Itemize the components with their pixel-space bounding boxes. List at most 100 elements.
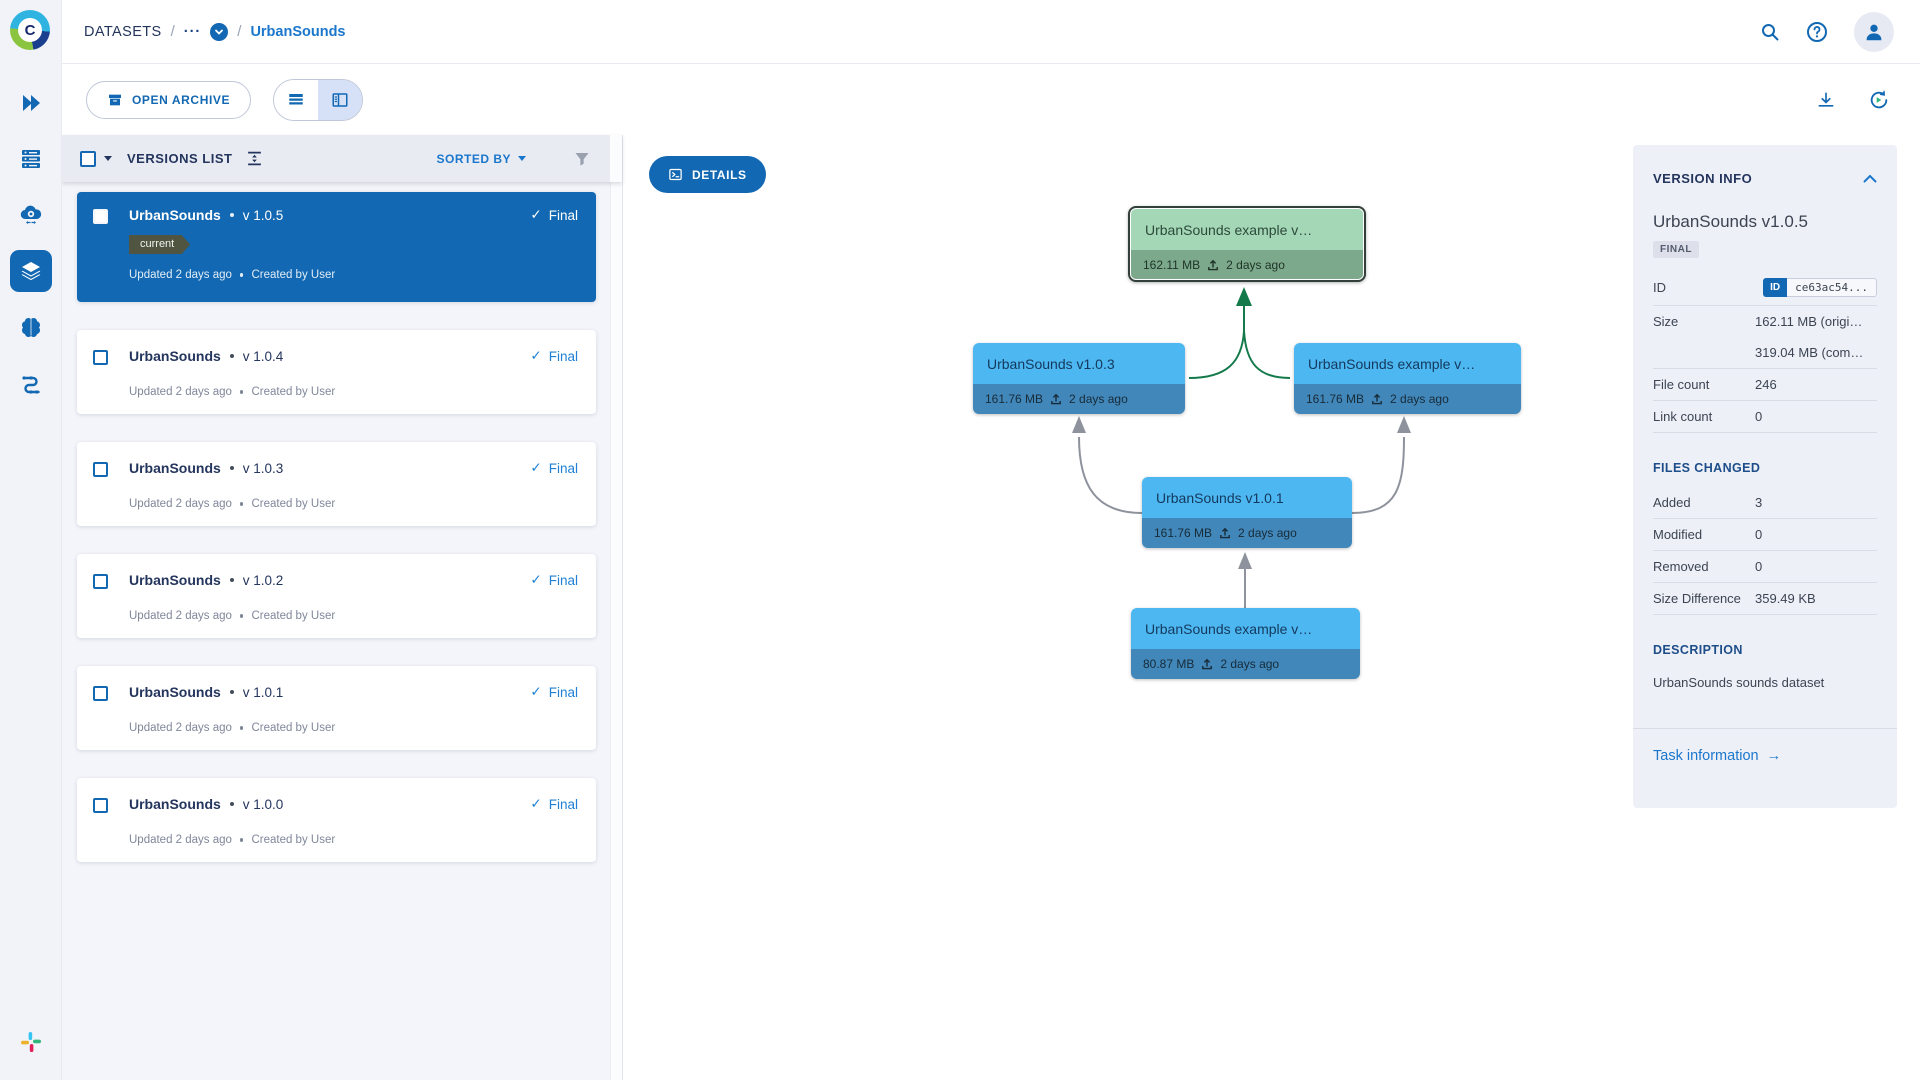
version-card[interactable]: UrbanSounds v 1.0.3 ✓ Final Updated 2 da… xyxy=(77,442,596,526)
node-label: UrbanSounds example v… xyxy=(1294,343,1521,384)
panel-divider xyxy=(1633,728,1897,729)
details-button[interactable]: DETAILS xyxy=(649,156,766,193)
bullet-separator xyxy=(229,802,234,806)
version-checkbox[interactable] xyxy=(93,350,108,365)
sorted-by-button[interactable]: SORTED BY xyxy=(436,152,526,166)
collapse-all-icon[interactable] xyxy=(246,150,263,167)
version-number: v 1.0.1 xyxy=(242,684,284,700)
version-number: v 1.0.2 xyxy=(242,572,284,588)
version-name: UrbanSounds xyxy=(129,684,221,700)
version-card[interactable]: UrbanSounds v 1.0.5 ✓ Final current Upda… xyxy=(77,192,596,302)
created-by-label: Created by User xyxy=(251,269,336,281)
sidebar-item-pipelines[interactable] xyxy=(18,370,44,396)
graph-node[interactable]: UrbanSounds v1.0.1 161.76 MB 2 days ago xyxy=(1142,477,1352,548)
search-icon[interactable] xyxy=(1760,22,1780,42)
scrollbar-track[interactable] xyxy=(610,135,622,1080)
bullet-separator xyxy=(229,578,234,582)
node-time: 2 days ago xyxy=(1226,257,1285,272)
table-view-icon xyxy=(289,94,303,105)
bullet-separator xyxy=(229,354,234,358)
sidebar-item-models[interactable] xyxy=(18,314,44,340)
graph-node-selected[interactable]: UrbanSounds example v… 162.11 MB 2 days … xyxy=(1128,206,1366,282)
node-size: 80.87 MB xyxy=(1143,657,1195,671)
node-label: UrbanSounds v1.0.3 xyxy=(973,343,1185,384)
view-toggle xyxy=(273,79,364,121)
description-title: DESCRIPTION xyxy=(1653,643,1743,657)
bullet-separator xyxy=(239,390,244,394)
bullet-separator xyxy=(229,690,234,694)
user-avatar[interactable] xyxy=(1854,11,1894,52)
archive-icon xyxy=(109,94,121,106)
version-checkbox[interactable] xyxy=(93,574,108,589)
breadcrumb-root[interactable]: DATASETS xyxy=(84,23,162,40)
created-by-label: Created by User xyxy=(251,386,336,398)
modified-value: 0 xyxy=(1755,527,1763,542)
graph-node[interactable]: UrbanSounds v1.0.3 161.76 MB 2 days ago xyxy=(973,343,1185,414)
versions-list-header: VERSIONS LIST SORTED BY xyxy=(62,135,622,182)
status-final: ✓ Final xyxy=(530,572,578,588)
upload-icon xyxy=(1202,658,1213,670)
slack-icon[interactable] xyxy=(18,1029,44,1055)
check-icon: ✓ xyxy=(530,684,542,699)
sidebar-item-datasets[interactable] xyxy=(10,250,52,292)
version-number: v 1.0.4 xyxy=(242,348,284,364)
version-checkbox[interactable] xyxy=(93,462,108,477)
version-card[interactable]: UrbanSounds v 1.0.0 ✓ Final Updated 2 da… xyxy=(77,778,596,862)
breadcrumb-separator: / xyxy=(237,23,242,40)
added-label: Added xyxy=(1653,495,1691,510)
select-all-checkbox[interactable] xyxy=(80,150,96,167)
clearml-logo-icon[interactable]: C xyxy=(10,10,50,50)
version-info-name: UrbanSounds v1.0.5 xyxy=(1653,212,1808,231)
upload-icon xyxy=(1208,259,1219,270)
version-card[interactable]: UrbanSounds v 1.0.4 ✓ Final Updated 2 da… xyxy=(77,330,596,414)
version-checkbox[interactable] xyxy=(93,798,108,813)
filter-icon[interactable] xyxy=(574,151,590,167)
version-checkbox[interactable] xyxy=(93,209,108,224)
size-original-value: 162.11 MB (origi… xyxy=(1755,314,1863,329)
status-final: ✓ Final xyxy=(530,796,578,812)
version-info-panel: VERSION INFO UrbanSounds v1.0.5 FINAL ID… xyxy=(1633,145,1897,808)
upload-icon xyxy=(1220,527,1230,539)
status-label: Final xyxy=(548,572,578,588)
id-value: ce63ac54... xyxy=(1787,278,1877,297)
bullet-separator xyxy=(239,838,244,842)
logo-letter: C xyxy=(18,18,42,42)
info-row-size-compressed: 319.04 MB (com… xyxy=(1653,337,1877,369)
sorted-by-caret-icon xyxy=(518,156,526,161)
graph-node[interactable]: UrbanSounds example v… 80.87 MB 2 days a… xyxy=(1131,608,1360,679)
updated-label: Updated 2 days ago xyxy=(129,610,232,622)
breadcrumb-chevron-down-icon[interactable] xyxy=(210,22,229,41)
files-changed-title: FILES CHANGED xyxy=(1653,461,1761,475)
sidebar-item-applications[interactable] xyxy=(18,202,44,228)
info-row-id: ID ID ce63ac54... xyxy=(1653,270,1877,306)
sidebar-item-workers-queues[interactable] xyxy=(18,146,44,172)
task-information-link[interactable]: Task information → xyxy=(1653,748,1877,764)
status-label: Final xyxy=(548,684,578,700)
select-all-caret-icon[interactable] xyxy=(104,156,112,161)
id-chip[interactable]: ID ce63ac54... xyxy=(1763,278,1877,297)
updated-label: Updated 2 days ago xyxy=(129,498,232,510)
auto-refresh-icon[interactable] xyxy=(1868,89,1890,111)
size-label: Size xyxy=(1653,314,1679,329)
version-card[interactable]: UrbanSounds v 1.0.2 ✓ Final Updated 2 da… xyxy=(77,554,596,638)
graph-node[interactable]: UrbanSounds example v… 161.76 MB 2 days … xyxy=(1294,343,1521,414)
collapse-panel-chevron-up-icon[interactable] xyxy=(1863,174,1877,183)
final-badge: FINAL xyxy=(1653,241,1699,258)
table-view-toggle[interactable] xyxy=(274,80,319,120)
breadcrumb-ellipsis[interactable]: ··· xyxy=(183,23,202,40)
version-info-title: VERSION INFO xyxy=(1653,171,1753,186)
sidebar-expand-icon[interactable] xyxy=(18,90,44,116)
node-time: 2 days ago xyxy=(1069,392,1128,406)
download-icon[interactable] xyxy=(1816,90,1836,110)
updated-label: Updated 2 days ago xyxy=(129,386,232,398)
open-archive-button[interactable]: OPEN ARCHIVE xyxy=(86,81,252,119)
split-view-toggle[interactable] xyxy=(318,80,363,120)
info-row-modified: Modified 0 xyxy=(1653,519,1877,551)
breadcrumb-separator: / xyxy=(170,23,175,40)
version-card[interactable]: UrbanSounds v 1.0.1 ✓ Final Updated 2 da… xyxy=(77,666,596,750)
version-checkbox[interactable] xyxy=(93,686,108,701)
bullet-separator xyxy=(239,614,244,618)
version-name: UrbanSounds xyxy=(129,348,221,364)
size-compressed-value: 319.04 MB (com… xyxy=(1755,345,1864,360)
help-icon[interactable] xyxy=(1806,21,1828,43)
